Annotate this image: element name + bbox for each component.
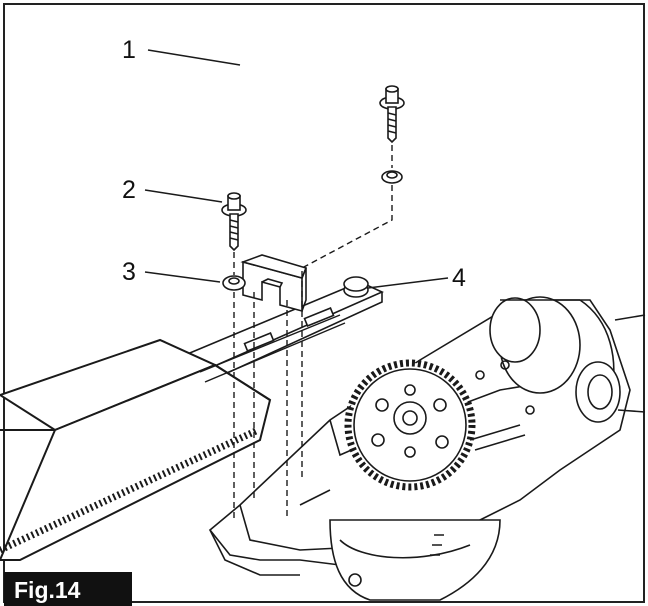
leader-3	[144, 271, 221, 283]
callout-3: 3	[122, 258, 136, 286]
callout-1: 1	[122, 36, 136, 64]
callout-4: 4	[452, 264, 466, 292]
gear	[344, 359, 476, 491]
leader-2	[144, 189, 223, 203]
figure-label-bg	[4, 572, 132, 606]
housing	[0, 314, 346, 561]
washer-right	[381, 170, 403, 184]
screw-right	[379, 85, 405, 144]
screw-left	[221, 192, 247, 252]
callout-2: 2	[122, 176, 136, 204]
leader-1	[147, 49, 241, 66]
assembly-lines	[233, 145, 393, 520]
leader-4	[367, 277, 449, 289]
washer-left	[222, 275, 246, 291]
figure-frame	[3, 3, 645, 603]
figure-label: Fig.14	[14, 577, 81, 603]
cap	[240, 254, 308, 313]
